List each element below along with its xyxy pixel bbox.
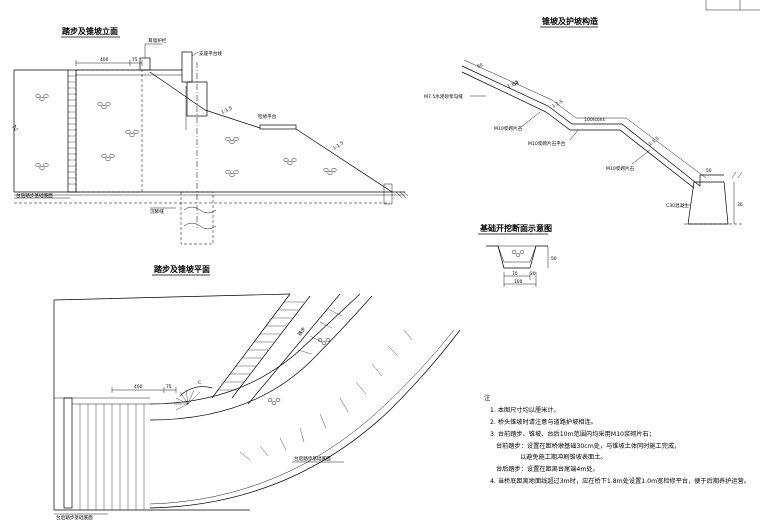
settlement-joint-label: 沉降缝 [150, 208, 164, 215]
mortar-label: M7.5水泥砂浆勾缝 [424, 93, 463, 100]
plan-dim-400: 400 [134, 384, 143, 390]
note-line-3: 3. 台前踏步、锥坡、台后10m范围内均采用M10浆砌片石； [490, 430, 655, 438]
slope-label-upper: 1:1.5 [220, 105, 233, 116]
foundation-dim-70: 70 [512, 271, 518, 277]
stone-label-3: M10浆砌片石 [606, 165, 635, 172]
plan-abut-label: 台后踏步基础底面 [294, 455, 331, 462]
plan-view: 踏步及锥坡平面 400 75 C [53, 264, 461, 521]
detail-dim-top: 50 [706, 168, 712, 174]
plan-dim-75: 75 [166, 384, 172, 390]
plan-stone-symbols [267, 338, 331, 405]
abutment-hatch [68, 75, 76, 185]
stone-platform-label: M10浆砌片石平台 [528, 140, 566, 147]
detail-slope-c: 1:1.5 [648, 136, 661, 148]
elevation-title: 踏步及锥坡立面 [62, 26, 118, 36]
title-block-fragment [705, 0, 760, 11]
concrete-label: C30混凝土 [666, 202, 689, 209]
stair-treads [218, 301, 304, 391]
tie-plate-label: 耳墙护栏 [148, 37, 167, 44]
stone-label-1: M10浆砌片石 [494, 125, 523, 132]
outer-slope-ticks [239, 309, 413, 461]
detail-slope-a: 1:1.5 [506, 79, 519, 89]
notes-block: 注 1. 本图尺寸均以厘米计。 2. 桥头锥坡时请注意与道路护坡相连。 3. 台… [484, 394, 750, 485]
plan-abutment-lines [79, 404, 145, 510]
note-line-2: 2. 桥头锥坡时请注意与道路护坡相连。 [490, 418, 597, 426]
platform-line-label: 支座平台线 [199, 50, 222, 57]
stair-label: 踏步 [296, 325, 307, 337]
detail-dim-b: 50 [512, 80, 520, 88]
foundation-dim-30: 30 [530, 271, 536, 277]
foundation-stones [511, 250, 525, 257]
note-line-1: 1. 本图尺寸均以厘米计。 [490, 406, 560, 414]
foundation-dim-depth: 50 [551, 256, 557, 262]
slope-detail-view: 锥坡及护坡构造 50 30 M7.5水泥砂浆勾缝 M10浆砌片石 M10浆砌片石… [424, 16, 743, 225]
platform-label: 100/cons [584, 117, 606, 123]
note-line-5: 以避免施工期冲刷锥坡表面土。 [520, 453, 607, 461]
foundation-dim-100: 100 [514, 279, 523, 285]
stone-fill-symbols [35, 94, 337, 177]
elevation-dim-400: 400 [100, 57, 109, 63]
detail-dim-side: 30 [737, 202, 743, 208]
elevation-dim-75: 75 [132, 57, 138, 63]
foundation-section: 基础开挖断面示意图 70 30 100 50 [478, 223, 557, 287]
notes-heading: 注 [484, 394, 490, 402]
note-line-6: 台后踏步：设置在距离台尾端4m处。 [496, 465, 599, 473]
slope-label-lower: 1:1.5 [332, 140, 345, 151]
cone-fan [174, 389, 201, 411]
detail-dim-a: 50 [476, 62, 484, 70]
note-line-7: 4. 当桥底距离地面线超过3m时，应在桥下1.8m处设置1.0m宽检修平台，便于… [490, 477, 750, 485]
plan-radius-label: C [198, 380, 201, 386]
plan-title: 踏步及锥坡平面 [154, 264, 210, 274]
elevation-view: 踏步及锥坡立面 耳墙护栏 [11, 26, 409, 245]
abut-foot-label: 台后踏步基础底面 [16, 192, 53, 199]
detail-title: 锥坡及护坡构造 [542, 16, 598, 26]
foundation-title: 基础开挖断面示意图 [479, 223, 552, 233]
landing-label: 检修平台 [258, 113, 277, 120]
note-line-4: 台前踏步：设置在距桥墩基础30cm处，与锥坡土体同时施工完成， [496, 442, 680, 450]
detail-slope-b: 1:1.5 [551, 99, 564, 110]
plan-abut-foot-label: 台后踏步基础底面 [56, 514, 93, 521]
